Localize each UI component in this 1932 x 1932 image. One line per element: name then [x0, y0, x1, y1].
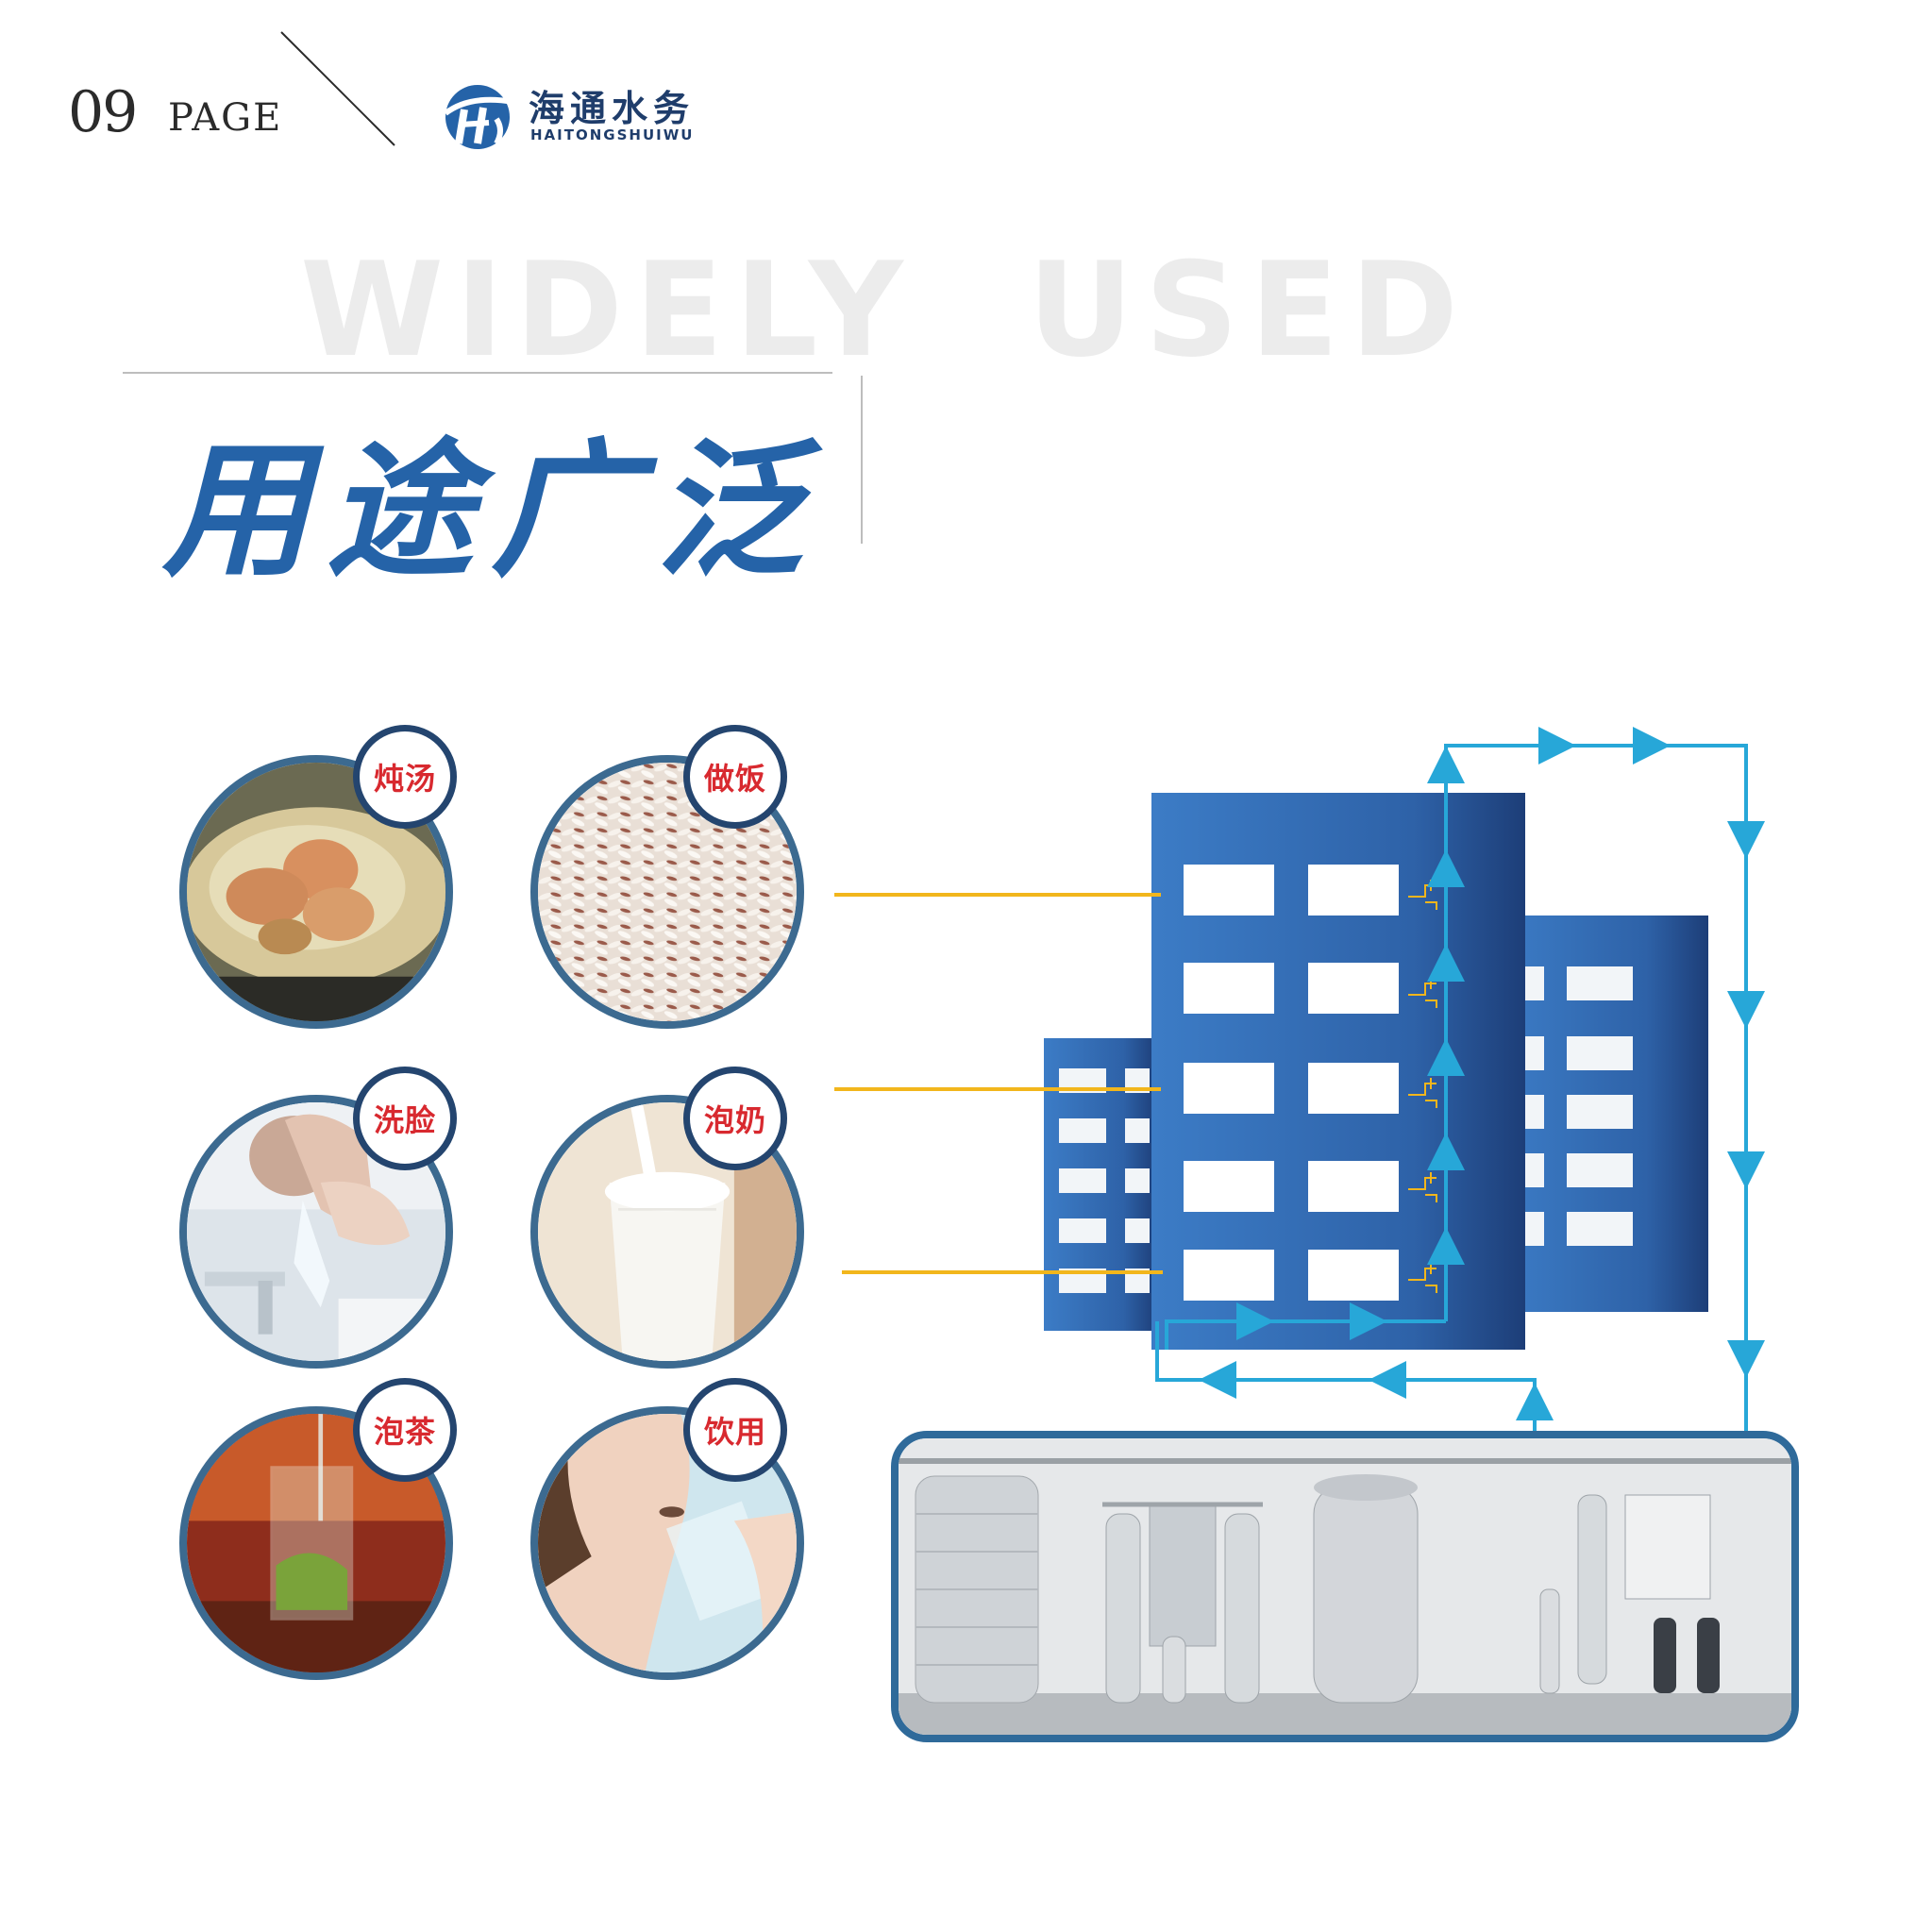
title-divider: [123, 372, 832, 374]
use-label-rice: 做饭: [683, 725, 787, 829]
title-vertical-divider: [861, 376, 863, 544]
use-circle-tea: [179, 1406, 453, 1680]
use-label-face-wash: 洗脸: [353, 1067, 457, 1170]
water-pipes: [1155, 727, 1765, 1435]
use-label-tea: 泡茶: [353, 1378, 457, 1482]
section-title-en: WIDELY USED: [300, 234, 1470, 386]
header-divider-slash: [280, 31, 395, 146]
brand-name-cn: 海通水务: [529, 88, 696, 129]
page-label: PAGE: [168, 96, 283, 140]
brand-logo-icon: [444, 85, 514, 149]
use-circle-drinking: [530, 1406, 804, 1680]
faucet-icons: [1408, 880, 1437, 1293]
connector-lines: [834, 893, 1163, 1274]
water-supply-building-diagram: [834, 727, 1765, 1435]
water-treatment-equipment-photo: [891, 1431, 1799, 1742]
tea-photo: [187, 1414, 445, 1672]
use-label-drinking: 饮用: [683, 1378, 787, 1482]
equipment-illustration: [899, 1438, 1791, 1735]
brand-name-en: HAITONGSHUIWU: [530, 126, 695, 143]
page-number: 09: [68, 79, 138, 145]
use-label-milk: 泡奶: [683, 1067, 787, 1170]
use-label-soup: 炖汤: [353, 725, 457, 829]
section-title-cn: 用途广泛: [162, 425, 819, 596]
